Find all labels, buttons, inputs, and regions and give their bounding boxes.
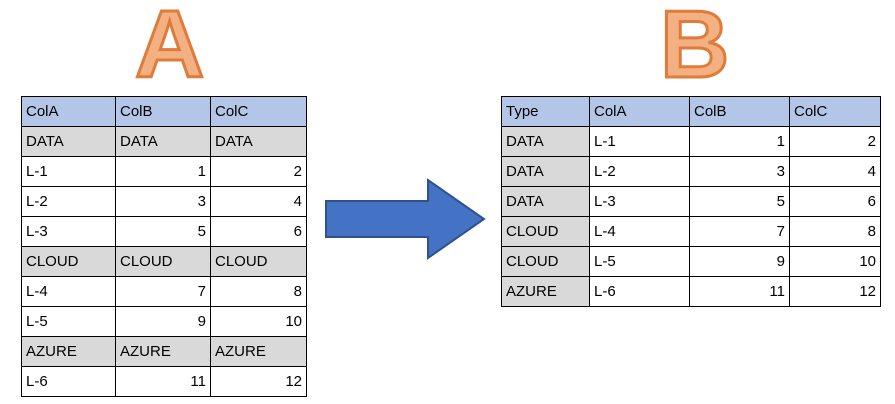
table-cell: L-5 [21,306,116,337]
table-cell: 10 [789,246,881,277]
table-cell: 1 [115,156,211,187]
table-row: DATA L-2 3 4 [501,156,881,187]
table-cell: AZURE [115,336,211,367]
table-cell: 4 [789,156,881,187]
table-cell: 8 [789,216,881,247]
table-cell: L-2 [589,156,690,187]
table-cell: 3 [689,156,790,187]
table-a-col-header: ColC [210,96,307,127]
arrow-polygon [325,178,486,260]
type-cell: AZURE [501,276,590,307]
result-table: Type ColA ColB ColC DATA L-1 1 2 DATA L-… [501,96,881,307]
table-a-col-header: ColB [115,96,211,127]
table-cell: L-6 [21,366,116,397]
table-row: L-4 7 8 [21,276,307,307]
type-cell: CLOUD [501,246,590,277]
table-cell: 6 [789,186,881,217]
transform-arrow [325,178,486,260]
table-row-group: CLOUD CLOUD CLOUD [21,246,307,277]
table-row: CLOUD L-5 9 10 [501,246,881,277]
table-cell: 8 [210,276,307,307]
type-cell: DATA [501,186,590,217]
label-letter-b: B [658,0,730,98]
table-row: L-5 9 10 [21,306,307,337]
table-cell: L-5 [589,246,690,277]
table-row: L-1 1 2 [21,156,307,187]
table-cell: 2 [789,126,881,157]
table-cell: 5 [689,186,790,217]
table-cell: AZURE [210,336,307,367]
table-row: DATA L-3 5 6 [501,186,881,217]
table-cell: L-4 [21,276,116,307]
table-cell: 11 [689,276,790,307]
table-cell: AZURE [21,336,116,367]
table-cell: L-3 [21,216,116,247]
table-cell: 6 [210,216,307,247]
table-row-group: AZURE AZURE AZURE [21,336,307,367]
source-table: ColA ColB ColC DATA DATA DATA L-1 1 2 L-… [21,96,307,397]
table-row: L-3 5 6 [21,216,307,247]
table-cell: 12 [789,276,881,307]
table-cell: 3 [115,186,211,217]
table-row: CLOUD L-4 7 8 [501,216,881,247]
table-cell: 9 [115,306,211,337]
table-cell: 10 [210,306,307,337]
table-b-col-header: ColC [789,96,881,127]
table-cell: 7 [689,216,790,247]
table-cell: L-6 [589,276,690,307]
table-a-header-row: ColA ColB ColC [21,96,307,127]
table-row: L-2 3 4 [21,186,307,217]
table-b-col-header: ColB [689,96,790,127]
table-cell: 9 [689,246,790,277]
table-cell: CLOUD [21,246,116,277]
table-b-col-header: Type [501,96,590,127]
table-cell: 7 [115,276,211,307]
label-letter-a: A [133,0,205,98]
table-cell: DATA [21,126,116,157]
table-cell: L-1 [21,156,116,187]
table-cell: L-4 [589,216,690,247]
table-b-col-header: ColA [589,96,690,127]
table-cell: L-3 [589,186,690,217]
type-cell: DATA [501,156,590,187]
table-cell: 2 [210,156,307,187]
table-cell: 11 [115,366,211,397]
table-cell: CLOUD [210,246,307,277]
type-cell: DATA [501,126,590,157]
table-cell: 1 [689,126,790,157]
type-cell: CLOUD [501,216,590,247]
table-cell: DATA [115,126,211,157]
table-row-group: DATA DATA DATA [21,126,307,157]
table-cell: DATA [210,126,307,157]
table-row: AZURE L-6 11 12 [501,276,881,307]
table-cell: L-1 [589,126,690,157]
table-cell: CLOUD [115,246,211,277]
table-row: L-6 11 12 [21,366,307,397]
table-cell: 12 [210,366,307,397]
table-b-header-row: Type ColA ColB ColC [501,96,881,127]
table-a-col-header: ColA [21,96,116,127]
table-row: DATA L-1 1 2 [501,126,881,157]
table-cell: 4 [210,186,307,217]
table-cell: 5 [115,216,211,247]
table-cell: L-2 [21,186,116,217]
